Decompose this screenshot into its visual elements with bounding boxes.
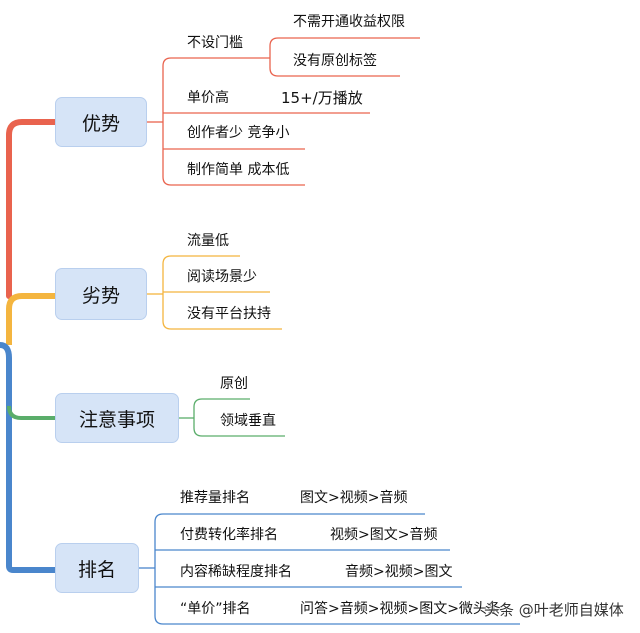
item-price-rank: “单价”排名 (180, 601, 251, 617)
trunk-disadvantages (6, 293, 55, 345)
topic-disadvantages[interactable]: 劣势 (55, 268, 147, 320)
item-recommend-rank: 推荐量排名 (180, 490, 250, 506)
adv-sub-spine (269, 37, 279, 77)
rank-spine (154, 513, 164, 625)
item-no-platform-support: 没有平台扶持 (187, 306, 271, 322)
watermark: 头条 @叶老师自媒体 (484, 601, 624, 619)
item-no-threshold: 不设门槛 (187, 35, 243, 51)
item-low-traffic: 流量低 (187, 233, 229, 249)
item-recommend-rank-value: 图文>视频>音频 (300, 490, 408, 506)
item-simple-production: 制作简单 成本低 (187, 162, 290, 178)
item-no-revenue-permission: 不需开通收益权限 (293, 14, 405, 30)
item-original: 原创 (220, 376, 248, 392)
item-price-rank-value: 问答>音频>视频>图文>微头条 (300, 601, 501, 617)
notes-spine (193, 398, 203, 437)
item-high-price-value: 15+/万播放 (281, 89, 363, 107)
trunk-advantages (6, 119, 58, 299)
trunk-notes (7, 405, 55, 420)
adv-spine (162, 57, 172, 186)
item-high-price: 单价高 (187, 90, 229, 106)
item-vertical-domain: 领域垂直 (220, 413, 276, 429)
item-conversion-rank-value: 视频>图文>音频 (330, 527, 438, 543)
item-scarcity-rank-value: 音频>视频>图文 (345, 564, 453, 580)
item-conversion-rank: 付费转化率排名 (180, 527, 278, 543)
item-no-original-tag: 没有原创标签 (293, 53, 377, 69)
item-few-reading-scenes: 阅读场景少 (187, 269, 257, 285)
item-scarcity-rank: 内容稀缺程度排名 (180, 564, 292, 580)
item-few-creators: 创作者少 竞争小 (187, 125, 290, 141)
trunk-ranking (0, 342, 55, 573)
topic-advantages[interactable]: 优势 (55, 97, 147, 147)
topic-ranking[interactable]: 排名 (55, 543, 139, 593)
topic-notes[interactable]: 注意事项 (55, 393, 179, 443)
